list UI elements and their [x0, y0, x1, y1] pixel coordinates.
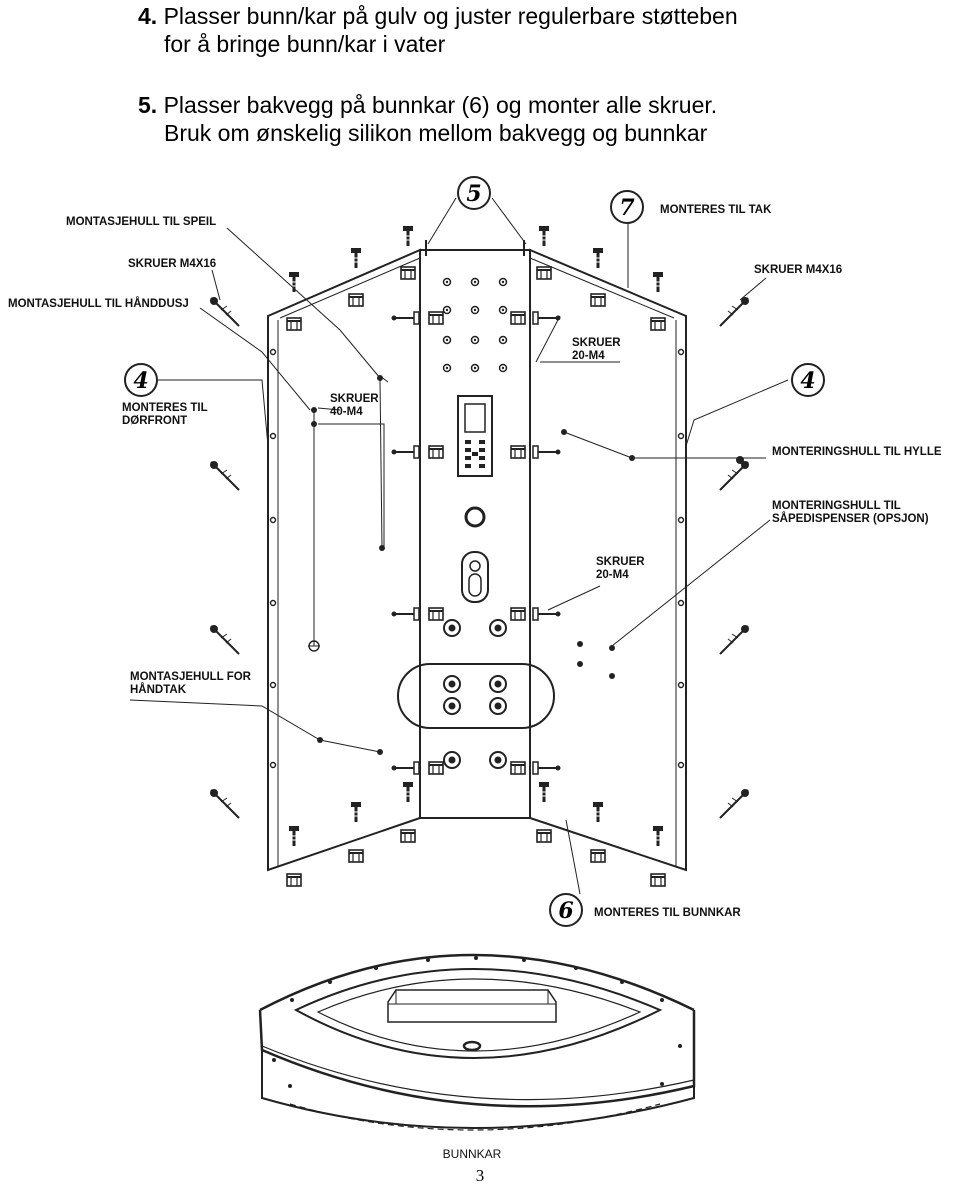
- edge-holes: [269, 348, 685, 769]
- label-shelf-holes: MONTERINGSHULL TIL HYLLE: [772, 446, 942, 458]
- label-screws-20-mid-1: SKRUER: [596, 556, 645, 568]
- step-number: 5.: [138, 92, 158, 118]
- label-mirror-holes: MONTASJEHULL TIL SPEIL: [66, 216, 216, 228]
- svg-text:5: 5: [466, 181, 481, 207]
- bottom-bolts: [287, 780, 665, 848]
- control-panel: [457, 395, 493, 477]
- label-screws-m4x16-right: SKRUER M4X16: [754, 264, 842, 276]
- shower-tray: [258, 953, 696, 1131]
- handshower-holder: [461, 551, 489, 603]
- label-door-front-2: DØRFRONT: [122, 415, 187, 427]
- label-door-front-1: MONTERES TIL: [122, 402, 208, 414]
- step-text: Plasser bakvegg på bunnkar (6) og monter…: [163, 92, 718, 118]
- handshower-mount-hole: [308, 640, 320, 652]
- label-roof-mount: MONTERES TIL TAK: [660, 204, 772, 216]
- step-text-continued: for å bringe bunn/kar i vater: [164, 31, 446, 57]
- label-screws-m4x16-left: SKRUER M4X16: [128, 258, 216, 270]
- horizontal-screws: [390, 311, 562, 775]
- fixing-points: [311, 375, 744, 755]
- instruction-step-4: 4. Plasser bunn/kar på gulv og juster re…: [138, 2, 738, 58]
- callout-7: 7: [610, 190, 644, 224]
- label-screws-40-1: SKRUER: [330, 393, 379, 405]
- callout-5: 5: [457, 176, 491, 210]
- bottom-feet: [286, 829, 666, 887]
- mixer-knob: [464, 506, 486, 528]
- label-soap-dispenser-1: MONTERINGSHULL TIL: [772, 500, 901, 512]
- instruction-step-5: 5. Plasser bakvegg på bunnkar (6) og mon…: [138, 91, 717, 147]
- label-screws-20-mid-2: 20-M4: [596, 569, 629, 581]
- label-shower-tray: BUNNKAR: [443, 1147, 502, 1161]
- callout-4-left: 4: [124, 363, 158, 397]
- tray-rim-holes: [272, 956, 682, 1088]
- assembly-drawing: 5 7 4 4 6 MONTASJEHULL TIL SPEIL SKRUER …: [8, 176, 942, 1161]
- center-back-panel: [419, 240, 531, 819]
- svg-text:6: 6: [558, 898, 573, 924]
- label-handle-holes-2: HÅNDTAK: [130, 683, 187, 696]
- diagonal-screws: [209, 296, 750, 819]
- step-text: Plasser bunn/kar på gulv og juster regul…: [163, 3, 738, 29]
- step-text-continued: Bruk om ønskelig silikon mellom bakvegg …: [164, 120, 708, 146]
- page-number: 3: [475, 1166, 485, 1185]
- label-handshower-holes: MONTASJEHULL TIL HÅNDDUSJ: [8, 297, 189, 310]
- step-number: 4.: [138, 3, 158, 29]
- top-feet: [286, 266, 666, 331]
- label-screws-40-2: 40-M4: [330, 406, 363, 418]
- jet-oval-panel: [397, 663, 555, 729]
- body-jets-top: [442, 277, 508, 373]
- leader-lines: [129, 197, 789, 895]
- label-screws-20-top-2: 20-M4: [572, 350, 605, 362]
- svg-text:7: 7: [619, 195, 635, 221]
- callout-6: 6: [549, 893, 583, 927]
- label-tray-mount: MONTERES TIL BUNNKAR: [594, 907, 741, 919]
- svg-text:4: 4: [133, 368, 148, 394]
- label-screws-20-top-1: SKRUER: [572, 337, 621, 349]
- label-soap-dispenser-2: SÅPEDISPENSER (OPSJON): [772, 512, 929, 525]
- callout-4-right: 4: [791, 363, 825, 397]
- left-side-panel: [267, 248, 421, 872]
- label-handle-holes-1: MONTASJEHULL FOR: [130, 671, 252, 683]
- lower-jets: [443, 619, 507, 769]
- svg-text:4: 4: [800, 368, 815, 394]
